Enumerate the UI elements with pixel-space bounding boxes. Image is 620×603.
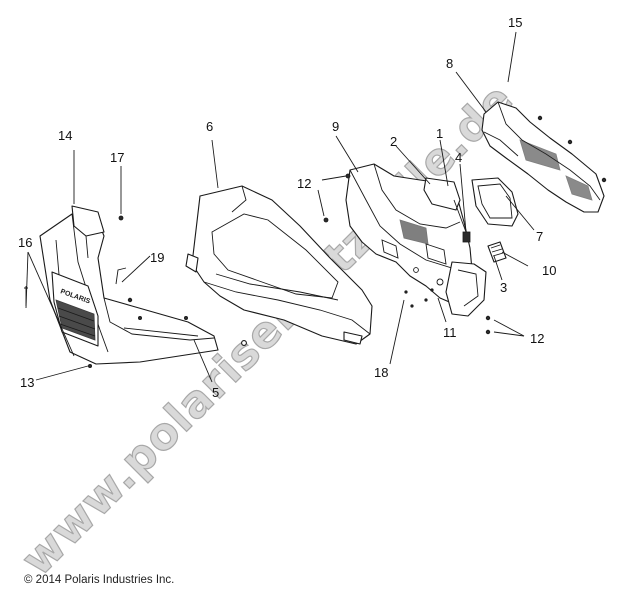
gauge-gasket: [423, 177, 461, 211]
callout-16: 16: [18, 235, 32, 250]
callout-18: 18: [374, 365, 388, 380]
dash-console-assembly: [345, 163, 487, 317]
callout-1: 1: [436, 126, 443, 141]
callout-12-upper: 12: [297, 176, 311, 191]
switch-part: [462, 231, 471, 243]
dash-top-cover: [481, 101, 607, 213]
hood-panel: [185, 185, 373, 345]
callout-19: 19: [150, 250, 164, 265]
callout-15: 15: [508, 15, 522, 30]
callout-12-lower: 12: [530, 331, 544, 346]
callout-17: 17: [110, 150, 124, 165]
leader-lines: [25, 31, 535, 383]
callout-2: 2: [390, 134, 397, 149]
front-bumper-assembly: POLARIS: [24, 205, 247, 365]
copyright-notice: © 2014 Polaris Industries Inc.: [24, 574, 175, 586]
callout-9: 9: [332, 119, 339, 134]
dash-vent: [487, 241, 507, 263]
callout-labels: 1 2 3 4 5 6 7 8 9 10 11 12 12 13 14 15 1…: [18, 15, 556, 400]
callout-11: 11: [443, 325, 457, 340]
callout-13: 13: [20, 375, 34, 390]
callout-5: 5: [212, 385, 219, 400]
callout-14: 14: [58, 128, 72, 143]
callout-7: 7: [536, 229, 543, 244]
callout-10: 10: [542, 263, 556, 278]
callout-3: 3: [500, 280, 507, 295]
loose-fasteners: [88, 173, 491, 368]
callout-4: 4: [455, 150, 462, 165]
gauge-bezel-plate: [471, 177, 519, 227]
callout-6: 6: [206, 119, 213, 134]
callout-8: 8: [446, 56, 453, 71]
